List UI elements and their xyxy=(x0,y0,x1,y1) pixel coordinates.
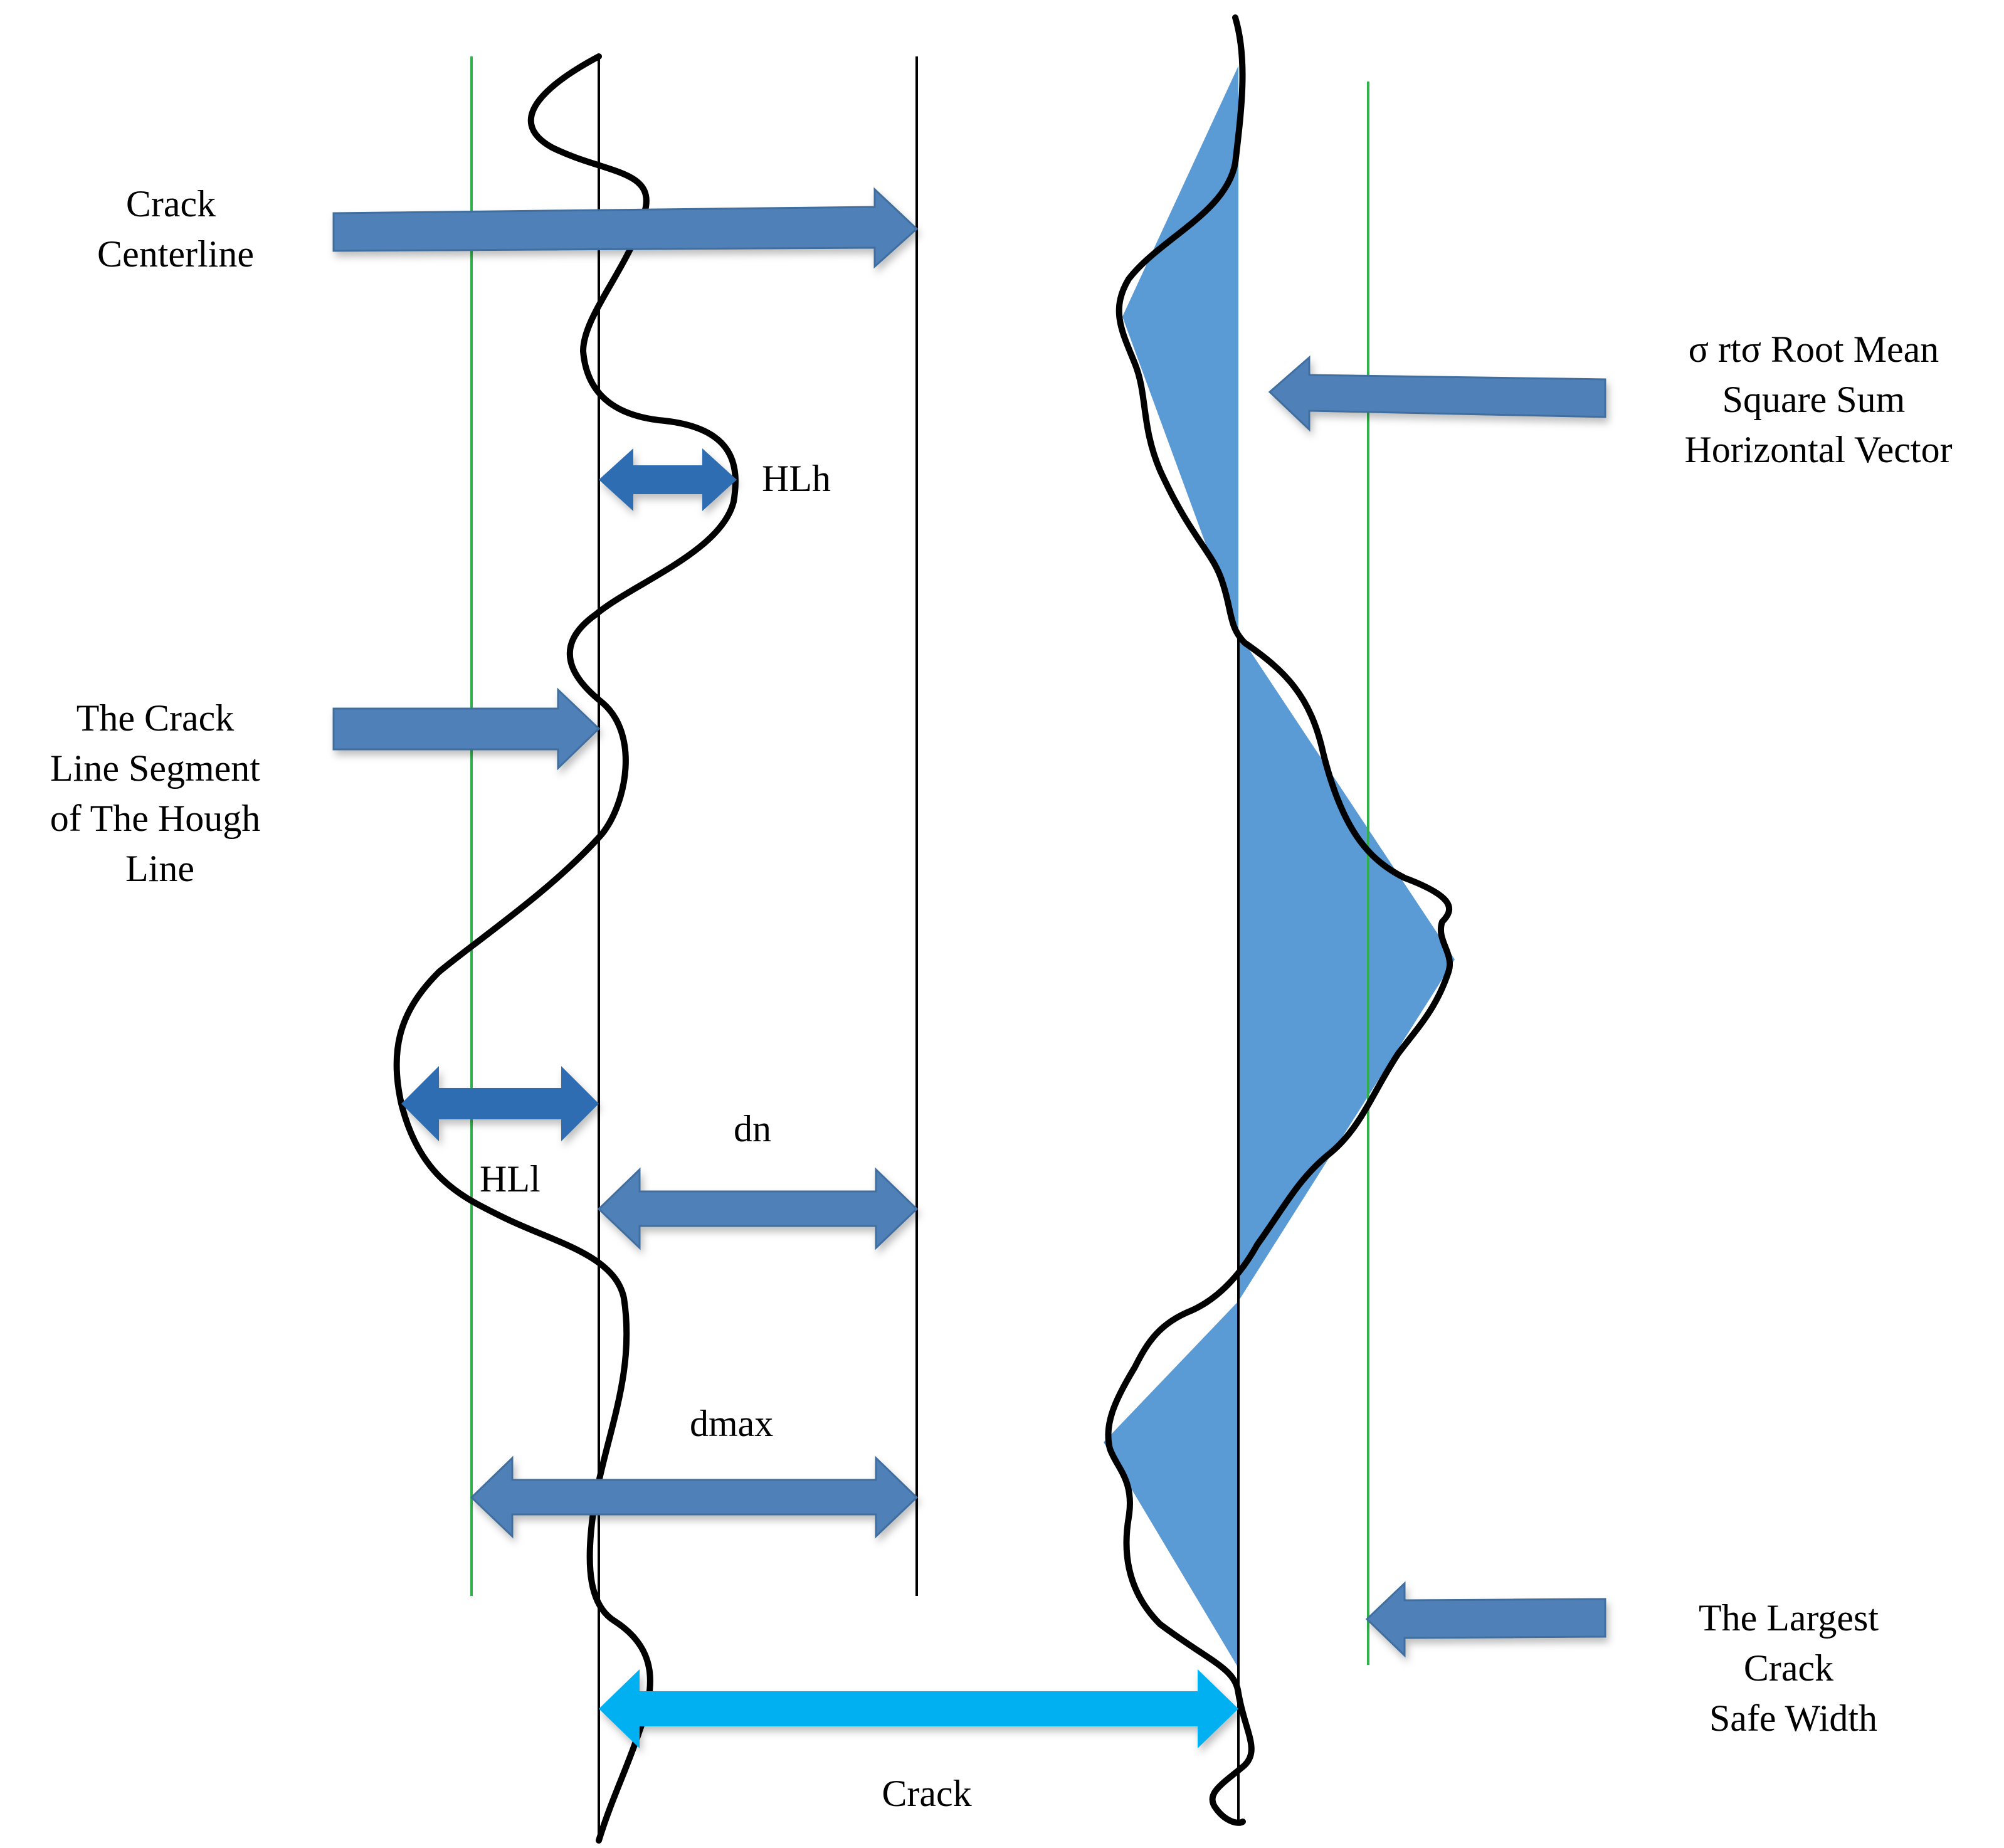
hlh-arrow xyxy=(599,448,737,511)
dn-label: dn xyxy=(734,1108,771,1149)
hlh-label: HLh xyxy=(762,458,831,499)
sigma-rms-arrow xyxy=(1268,355,1606,432)
crack-width-arrow xyxy=(599,1669,1238,1748)
crack-line-segment-label: The Crack Line Segment of The Hough Line xyxy=(50,697,270,889)
crack-line-segment-arrow xyxy=(332,687,601,771)
dmax-arrow xyxy=(470,1455,919,1539)
horizontal-vector-area xyxy=(1104,66,1455,1668)
crack-curve-right xyxy=(1105,14,1453,1826)
crack-curve-left xyxy=(393,53,739,1844)
largest-safe-width-label: The Largest Crack Safe Width xyxy=(1699,1597,1888,1739)
hll-arrow xyxy=(401,1066,599,1141)
crack-label: Crack xyxy=(882,1773,971,1814)
dn-arrow xyxy=(597,1167,919,1250)
dmax-label: dmax xyxy=(690,1403,773,1444)
crack-centerline-arrow xyxy=(332,187,919,269)
hll-label: HLl xyxy=(480,1158,541,1200)
crack-centerline-label: Crack Centerline xyxy=(97,183,254,275)
sigma-rms-label: σ rtσ Root Mean Square Sum Horizontal Ve… xyxy=(1684,329,1952,470)
largest-safe-width-arrow xyxy=(1365,1581,1606,1658)
